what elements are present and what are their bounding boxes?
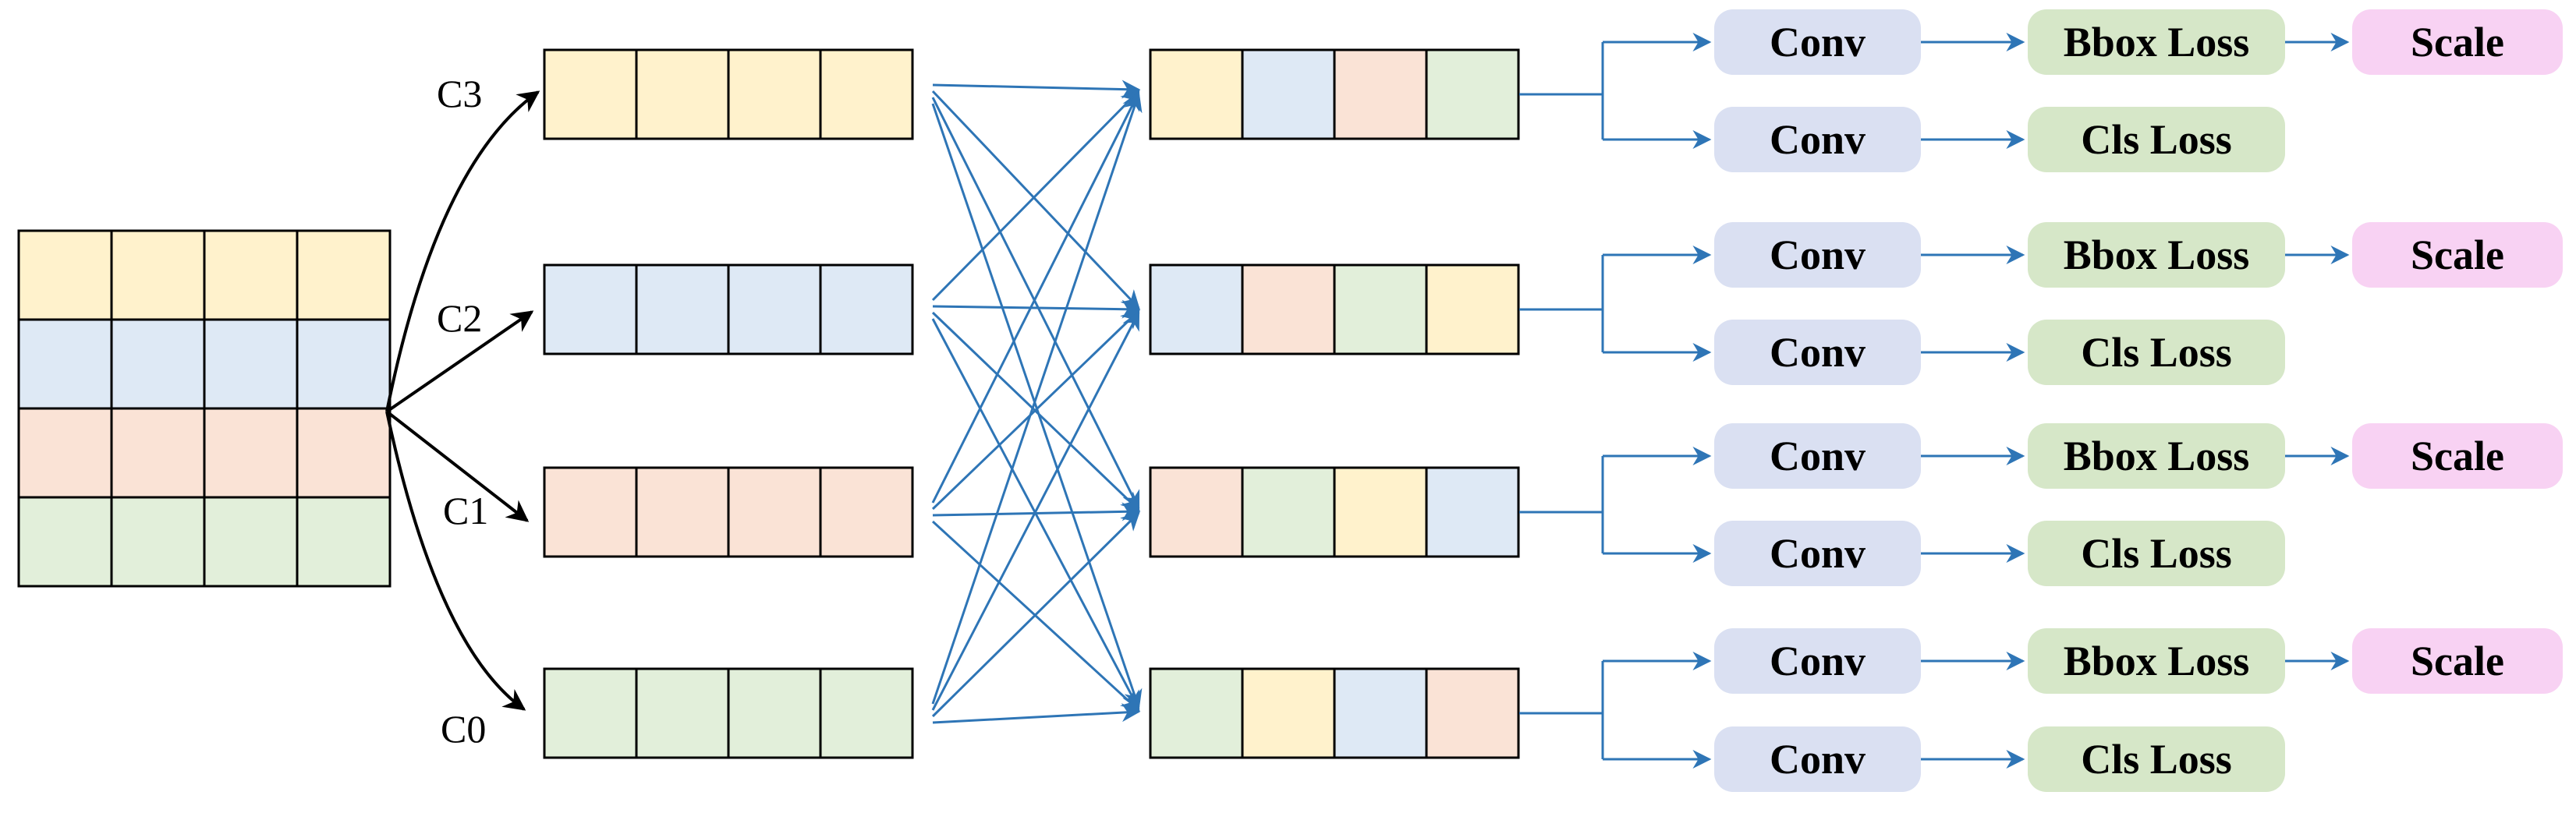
- shuffled-row-2-cell-3: [1425, 466, 1520, 558]
- shuffled-row-0-cell-2: [1333, 48, 1428, 140]
- shuffle-connector-3-3: [932, 703, 1141, 724]
- channel-row-1-cell-2: [727, 263, 822, 355]
- conv-block-top-0: Conv: [1714, 9, 1921, 75]
- shuffled-row-3-cell-2: [1333, 667, 1428, 759]
- bbox-loss-block-1: Bbox Loss: [2028, 222, 2285, 288]
- shuffle-connector-3-0: [931, 92, 1143, 705]
- cell-layer: [17, 48, 1520, 759]
- bbox-loss-block-0: Bbox Loss: [2028, 9, 2285, 75]
- channel-row-0-cell-1: [635, 48, 730, 140]
- shuffled-row-2-cell-1: [1241, 466, 1336, 558]
- conv-block-bottom-2: Conv: [1714, 521, 1921, 586]
- shuffled-row-2-cell-0: [1149, 466, 1244, 558]
- channel-row-2-cell-2: [727, 466, 822, 558]
- scale-block-2: Scale: [2352, 423, 2563, 489]
- conv-block-top-1: Conv: [1714, 222, 1921, 288]
- shuffle-connector-0-2: [931, 97, 1140, 511]
- shuffle-connector-1-1: [932, 299, 1141, 319]
- input-grid-row-3-cell-0: [17, 496, 113, 588]
- shuffled-row-3-cell-0: [1149, 667, 1244, 759]
- channel-row-1-cell-1: [635, 263, 730, 355]
- split-arrow-3: [385, 411, 526, 711]
- channel-label-c2: C2: [437, 296, 483, 340]
- channel-row-2-cell-0: [543, 466, 638, 558]
- cls-loss-block-1: Cls Loss: [2028, 320, 2285, 385]
- scale-block-3: Scale: [2352, 628, 2563, 694]
- input-grid-row-1-cell-1: [110, 318, 206, 410]
- channel-row-1-cell-0: [543, 263, 638, 355]
- shuffled-row-3-cell-1: [1241, 667, 1336, 759]
- shuffle-connector-2-0: [931, 90, 1140, 504]
- conv-block-top-3: Conv: [1714, 628, 1921, 694]
- channel-row-3-cell-3: [819, 667, 914, 759]
- shuffle-connector-0-3: [931, 103, 1143, 709]
- input-grid-row-0-cell-0: [17, 229, 113, 321]
- bbox-loss-block-2: Bbox Loss: [2028, 423, 2285, 489]
- scale-block-1: Scale: [2352, 222, 2563, 288]
- conv-block-top-2: Conv: [1714, 423, 1921, 489]
- input-grid-row-2-cell-3: [296, 407, 392, 499]
- shuffle-connector-2-1: [931, 309, 1140, 511]
- shuffle-connector-0-1: [931, 90, 1140, 309]
- channel-row-0-cell-3: [819, 48, 914, 140]
- conv-block-bottom-1: Conv: [1714, 320, 1921, 385]
- wire-layer: [385, 33, 2350, 769]
- split-arrow-2: [385, 410, 530, 522]
- shuffled-row-1-cell-3: [1425, 263, 1520, 355]
- input-grid-row-3-cell-3: [296, 496, 392, 588]
- shuffled-row-1-cell-0: [1149, 263, 1244, 355]
- shuffle-connector-3-2: [931, 511, 1140, 718]
- shuffle-connector-0-0: [932, 80, 1141, 99]
- cls-loss-block-0: Cls Loss: [2028, 107, 2285, 172]
- cls-loss-block-3: Cls Loss: [2028, 726, 2285, 792]
- input-grid-row-0-cell-3: [296, 229, 392, 321]
- input-grid-row-0-cell-1: [110, 229, 206, 321]
- channel-label-c3: C3: [437, 72, 483, 115]
- input-grid-row-3-cell-1: [110, 496, 206, 588]
- channel-row-2-cell-3: [819, 466, 914, 558]
- channel-label-c0: C0: [441, 707, 487, 751]
- channel-row-3-cell-0: [543, 667, 638, 759]
- input-grid-row-2-cell-1: [110, 407, 206, 499]
- shuffle-connector-1-0: [931, 90, 1140, 302]
- scale-block-0: Scale: [2352, 9, 2563, 75]
- shuffle-connector-3-1: [931, 310, 1140, 711]
- conv-block-bottom-3: Conv: [1714, 726, 1921, 792]
- cls-loss-block-2: Cls Loss: [2028, 521, 2285, 586]
- channel-row-0-cell-0: [543, 48, 638, 140]
- channel-row-3-cell-2: [727, 667, 822, 759]
- conv-block-bottom-0: Conv: [1714, 107, 1921, 172]
- shuffled-row-3-cell-3: [1425, 667, 1520, 759]
- split-arrow-0: [385, 90, 540, 412]
- shuffled-row-1-cell-1: [1241, 263, 1336, 355]
- bbox-loss-block-3: Bbox Loss: [2028, 628, 2285, 694]
- channel-row-1-cell-3: [819, 263, 914, 355]
- channel-row-0-cell-2: [727, 48, 822, 140]
- input-grid-row-1-cell-3: [296, 318, 392, 410]
- shuffled-row-0-cell-3: [1425, 48, 1520, 140]
- shuffled-row-0-cell-1: [1241, 48, 1336, 140]
- split-arrow-1: [385, 310, 534, 413]
- channel-label-c1: C1: [443, 489, 489, 532]
